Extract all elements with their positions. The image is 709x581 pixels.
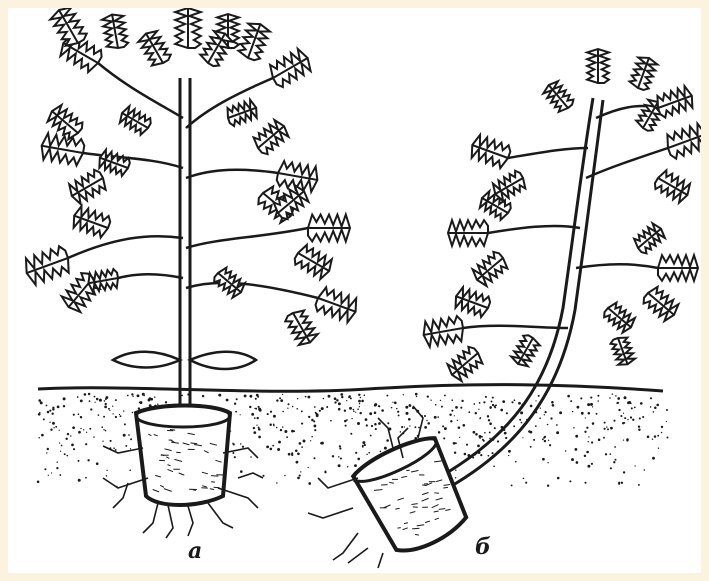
leaf bbox=[541, 79, 575, 114]
leaf bbox=[658, 255, 698, 281]
plant-a-cotyledon-left bbox=[113, 352, 180, 368]
plant-a-cotyledon-right bbox=[190, 352, 256, 369]
leaf bbox=[653, 169, 693, 205]
leaf bbox=[632, 221, 667, 255]
leaf bbox=[610, 335, 636, 367]
leaf bbox=[490, 169, 528, 203]
leaf bbox=[664, 122, 701, 160]
leaf bbox=[237, 20, 271, 62]
leaf bbox=[39, 133, 85, 167]
leaf bbox=[452, 286, 491, 318]
leaf bbox=[448, 220, 488, 246]
caption-plant-a: а bbox=[188, 538, 202, 564]
leaf bbox=[641, 285, 681, 324]
plant-b-pot bbox=[350, 431, 474, 561]
leaf bbox=[87, 269, 120, 293]
leaf bbox=[308, 215, 350, 242]
leaf bbox=[101, 13, 128, 50]
leaf bbox=[22, 245, 73, 287]
leaf bbox=[468, 134, 512, 170]
plant-a-pot bbox=[136, 406, 230, 506]
leaf bbox=[284, 308, 320, 348]
leaf bbox=[66, 168, 109, 206]
plant-a bbox=[22, 8, 360, 538]
leaf bbox=[314, 286, 360, 324]
plant-b bbox=[308, 49, 701, 568]
leaf bbox=[225, 99, 260, 127]
leaf bbox=[654, 85, 696, 119]
leaf bbox=[602, 301, 637, 335]
leaf bbox=[70, 205, 112, 239]
leaf bbox=[175, 8, 201, 48]
leaf bbox=[251, 118, 291, 157]
leaf bbox=[445, 345, 485, 384]
leaf bbox=[470, 250, 510, 289]
caption-plant-b: б bbox=[475, 534, 491, 560]
soil-surface bbox=[38, 385, 663, 392]
leaf bbox=[421, 315, 465, 347]
leaf bbox=[48, 8, 88, 49]
illustration-frame: а б bbox=[8, 8, 701, 573]
plant-b-leaves bbox=[421, 49, 701, 383]
leaf bbox=[267, 47, 314, 89]
leaf bbox=[628, 54, 658, 91]
leaf bbox=[137, 28, 173, 68]
leaf bbox=[117, 105, 153, 137]
plant-illustration bbox=[8, 8, 701, 573]
leaf bbox=[510, 333, 542, 369]
leaf bbox=[292, 243, 335, 281]
leaf bbox=[97, 149, 132, 177]
leaf bbox=[587, 49, 609, 83]
